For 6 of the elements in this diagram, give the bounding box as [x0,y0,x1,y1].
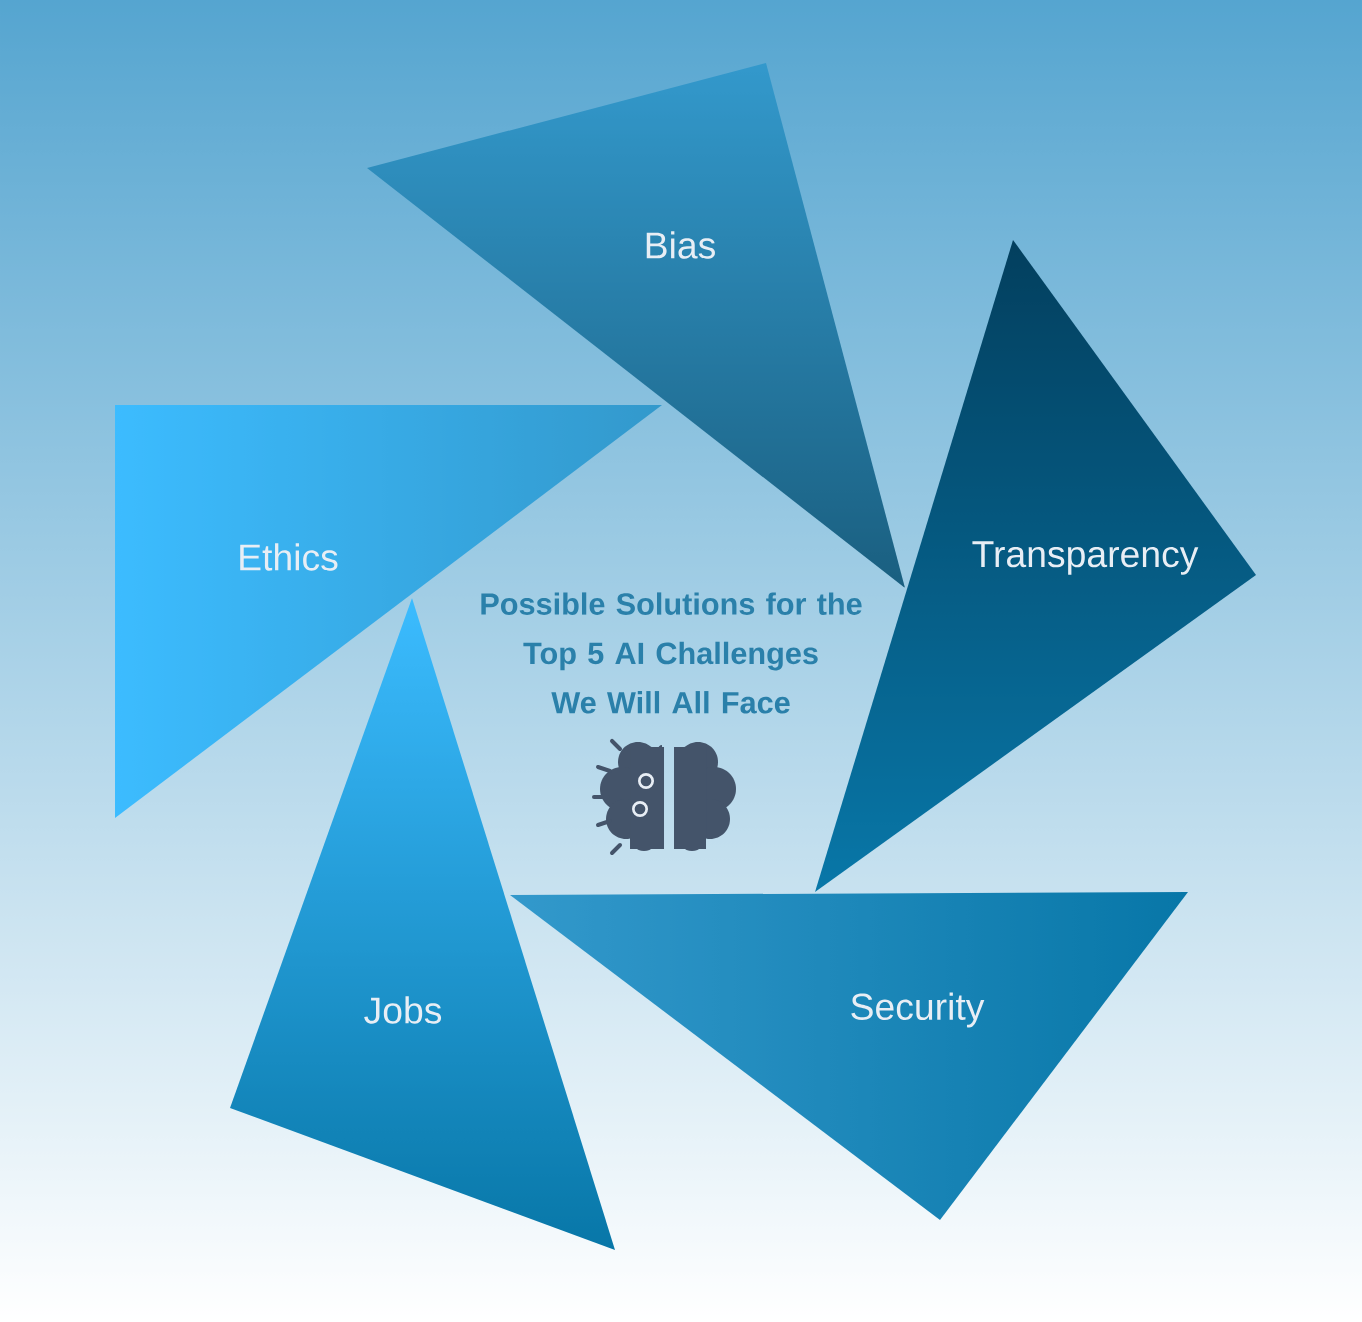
title: Possible Solutions for the Top 5 AI Challenges We Will All Face [481,592,862,714]
triangle-blade: Transparency [972,541,1199,575]
triangle-blade: Bias [646,231,715,259]
triangle-blade: Jobs [364,996,442,1024]
triangle-blade: Security [851,992,985,1028]
triangle-blade: Ethics [240,543,338,571]
